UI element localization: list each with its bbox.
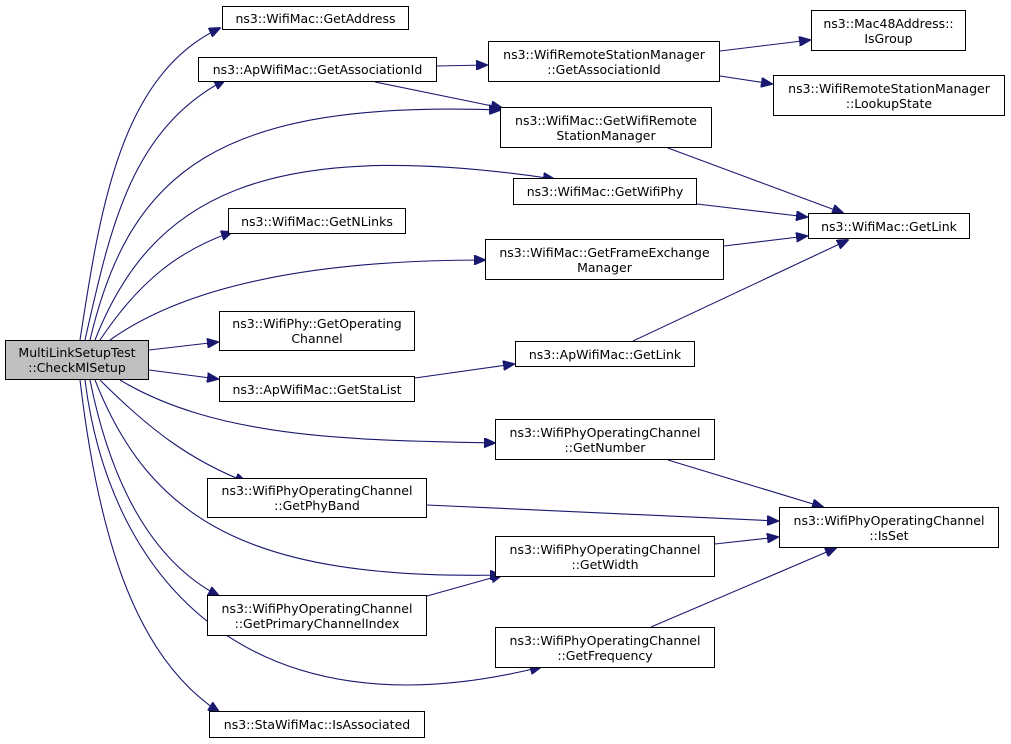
node-apwifimac-getlink[interactable]: ns3::ApWifiMac::GetLink — [515, 341, 695, 367]
edge-oc-get-primary-channel-index-to-oc-get-width — [426, 575, 502, 597]
node-wifiphyoperatingchannel-getfrequency[interactable]: ns3::WifiPhyOperatingChannel ::GetFreque… — [495, 627, 715, 668]
edge-root-to-ap-get-sta-list — [148, 369, 218, 379]
node-wifimac-getwifiremotestationmanager[interactable]: ns3::WifiMac::GetWifiRemote StationManag… — [500, 107, 712, 148]
node-wifimac-getaddress[interactable]: ns3::WifiMac::GetAddress — [222, 6, 409, 30]
edge-root-to-oc-get-number — [119, 379, 495, 443]
node-label-line: ns3::WifiRemoteStationManager — [788, 80, 990, 96]
edge-oc-get-phy-band-to-oc-is-set — [426, 504, 778, 521]
node-label-line: MultiLinkSetupTest — [18, 345, 136, 360]
edge-get-wifi-phy-to-get-link — [696, 203, 807, 217]
node-label-line: ns3::WifiMac::GetNLinks — [241, 213, 393, 229]
node-label-line: ::GetFrequency — [557, 647, 653, 663]
edge-root-to-oc-get-primary-channel-index — [89, 379, 219, 596]
node-wifimac-getframeexchangemanager[interactable]: ns3::WifiMac::GetFrameExchange Manager — [485, 239, 724, 280]
node-wifiremotestationmanager-getassociationid[interactable]: ns3::WifiRemoteStationManager ::GetAssoc… — [488, 41, 720, 82]
node-wifiphyoperatingchannel-getnumber[interactable]: ns3::WifiPhyOperatingChannel ::GetNumber — [495, 419, 715, 460]
node-wifiphy-getoperatingchannel[interactable]: ns3::WifiPhy::GetOperating Channel — [219, 311, 415, 351]
node-wifiphyoperatingchannel-getprimarychannelindex[interactable]: ns3::WifiPhyOperatingChannel ::GetPrimar… — [207, 595, 427, 636]
node-label-line: ns3::ApWifiMac::GetStaList — [232, 381, 402, 397]
edge-get-wifi-remote-station-manager-to-get-link — [667, 147, 843, 213]
node-label-line: ns3::WifiPhyOperatingChannel — [509, 541, 701, 557]
node-label-line: ns3::WifiMac::GetWifiRemote — [515, 112, 697, 128]
node-multilinksetuptest-checkmlsetup: MultiLinkSetupTest ::CheckMlSetup — [5, 340, 149, 380]
node-label-line: ::GetPhyBand — [274, 498, 360, 513]
node-label-line: ::GetAssociationId — [547, 61, 661, 77]
edge-rsm-get-association-id-to-mac48-is-group — [719, 40, 810, 52]
node-label-line: ns3::WifiPhyOperatingChannel — [509, 632, 701, 648]
edge-get-frame-exchange-manager-to-get-link — [723, 236, 807, 247]
node-label-line: ns3::WifiPhyOperatingChannel — [793, 512, 985, 528]
edge-root-to-phy-get-operating-channel — [148, 342, 218, 351]
edge-root-to-oc-get-width — [94, 379, 501, 575]
node-label-line: ::CheckMlSetup — [28, 360, 126, 375]
node-label-line: IsGroup — [864, 30, 913, 46]
edge-rsm-get-association-id-to-rsm-lookup-state — [719, 75, 772, 84]
node-label-line: ns3::WifiMac::GetLink — [821, 218, 957, 234]
node-label-line: ns3::WifiMac::GetAddress — [235, 10, 396, 26]
node-label-line: ns3::Mac48Address:: — [823, 15, 954, 31]
edge-ap-get-association-id-to-get-wifi-remote-station-manager — [374, 81, 502, 108]
node-wifiphyoperatingchannel-isset[interactable]: ns3::WifiPhyOperatingChannel ::IsSet — [779, 507, 999, 548]
edge-root-to-oc-get-frequency — [84, 379, 541, 686]
node-label-line: StationManager — [556, 127, 656, 143]
node-label-line: Manager — [577, 259, 632, 275]
node-label-line: ns3::WifiPhyOperatingChannel — [221, 600, 413, 616]
node-label-line: ::LookupState — [845, 95, 933, 111]
edge-root-to-get-address — [79, 28, 220, 341]
node-apwifimac-getassociationid[interactable]: ns3::ApWifiMac::GetAssociationId — [198, 57, 437, 82]
node-label-line: ::IsSet — [869, 527, 909, 543]
node-mac48address-isgroup[interactable]: ns3::Mac48Address:: IsGroup — [811, 10, 966, 51]
node-label-line: ns3::WifiMac::GetFrameExchange — [499, 244, 710, 260]
edge-oc-get-number-to-oc-is-set — [667, 459, 823, 507]
edge-root-to-sta-is-associated — [79, 379, 219, 712]
node-label-line: ::GetPrimaryChannelIndex — [234, 615, 400, 631]
edge-root-to-get-wifi-remote-station-manager — [89, 109, 500, 341]
node-label-line: ns3::WifiPhy::GetOperating — [232, 316, 402, 331]
node-wifiremotestationmanager-lookupstate[interactable]: ns3::WifiRemoteStationManager ::LookupSt… — [773, 75, 1005, 116]
edge-oc-get-width-to-oc-is-set — [714, 537, 778, 545]
node-label-line: Channel — [291, 331, 343, 346]
edge-root-to-get-wifi-phy — [94, 164, 554, 341]
node-wifimac-getnlinks[interactable]: ns3::WifiMac::GetNLinks — [228, 208, 406, 234]
edge-root-to-get-frame-exchange-manager — [109, 260, 485, 341]
node-label-line: ::GetNumber — [564, 439, 646, 455]
edge-ap-get-link-to-get-link — [632, 240, 848, 342]
edge-ap-get-association-id-to-rsm-get-association-id — [436, 65, 487, 66]
node-label-line: ::GetWidth — [571, 556, 639, 572]
node-wifimac-getwifiphy[interactable]: ns3::WifiMac::GetWifiPhy — [513, 178, 697, 205]
node-label-line: ns3::StaWifiMac::IsAssociated — [223, 717, 411, 732]
edge-root-to-ap-get-association-id — [84, 80, 225, 341]
node-wifiphyoperatingchannel-getwidth[interactable]: ns3::WifiPhyOperatingChannel ::GetWidth — [495, 536, 715, 577]
node-label-line: ns3::WifiPhyOperatingChannel — [221, 483, 413, 498]
edge-root-to-get-n-links — [99, 232, 232, 341]
edge-ap-get-sta-list-to-ap-get-link — [414, 364, 514, 379]
edge-root-to-oc-get-phy-band — [99, 379, 246, 482]
edge-oc-get-frequency-to-oc-is-set — [650, 548, 836, 628]
node-wifiphyoperatingchannel-getphyband[interactable]: ns3::WifiPhyOperatingChannel ::GetPhyBan… — [207, 478, 427, 518]
node-label-line: ns3::WifiRemoteStationManager — [503, 46, 705, 62]
node-label-line: ns3::ApWifiMac::GetAssociationId — [212, 62, 423, 77]
node-label-line: ns3::WifiMac::GetWifiPhy — [526, 184, 684, 199]
node-label-line: ns3::ApWifiMac::GetLink — [528, 346, 682, 362]
node-apwifimac-getstalist[interactable]: ns3::ApWifiMac::GetStaList — [219, 376, 415, 402]
node-wifimac-getlink[interactable]: ns3::WifiMac::GetLink — [808, 213, 970, 239]
node-stawifimac-isassociated[interactable]: ns3::StaWifiMac::IsAssociated — [209, 711, 425, 738]
node-label-line: ns3::WifiPhyOperatingChannel — [509, 424, 701, 440]
